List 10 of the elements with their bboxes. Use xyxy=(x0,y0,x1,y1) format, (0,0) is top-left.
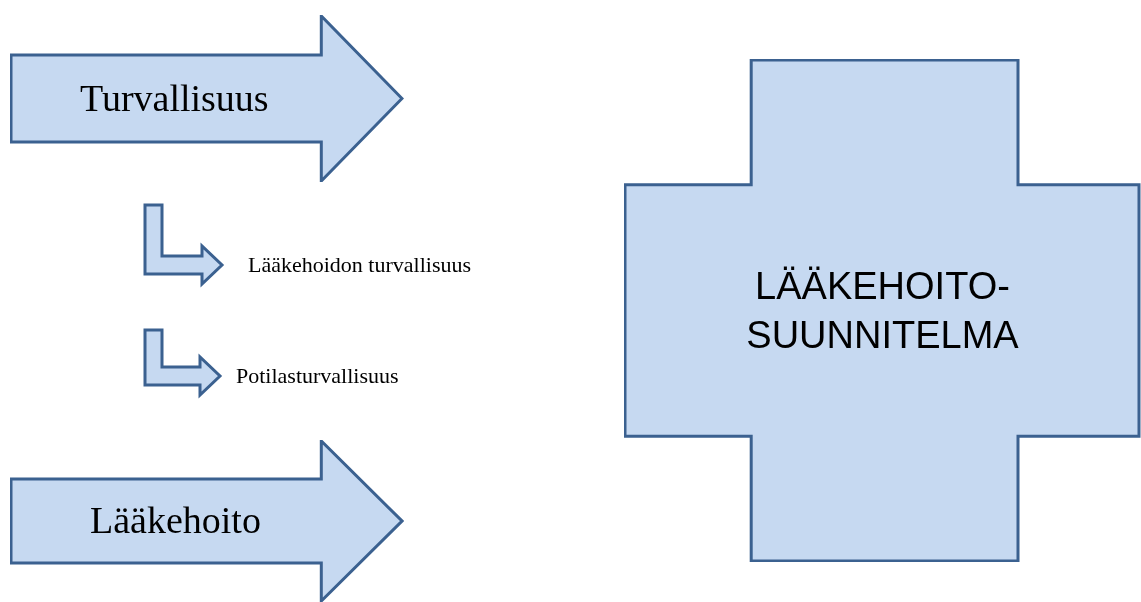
block-arrow xyxy=(10,440,404,602)
arrow-label: Lääkehoito xyxy=(90,498,261,544)
bent-arrow xyxy=(143,328,223,399)
cross-shape xyxy=(624,59,1141,562)
item-text: Lääkehoidon turvallisuus xyxy=(248,250,471,279)
block-arrow xyxy=(10,15,404,182)
item-text: Potilasturvallisuus xyxy=(236,361,399,390)
arrow-label: Turvallisuus xyxy=(80,75,269,121)
bent-arrow xyxy=(143,203,225,288)
cross-label: LÄÄKEHOITO- SUUNNITELMA xyxy=(745,263,1020,358)
